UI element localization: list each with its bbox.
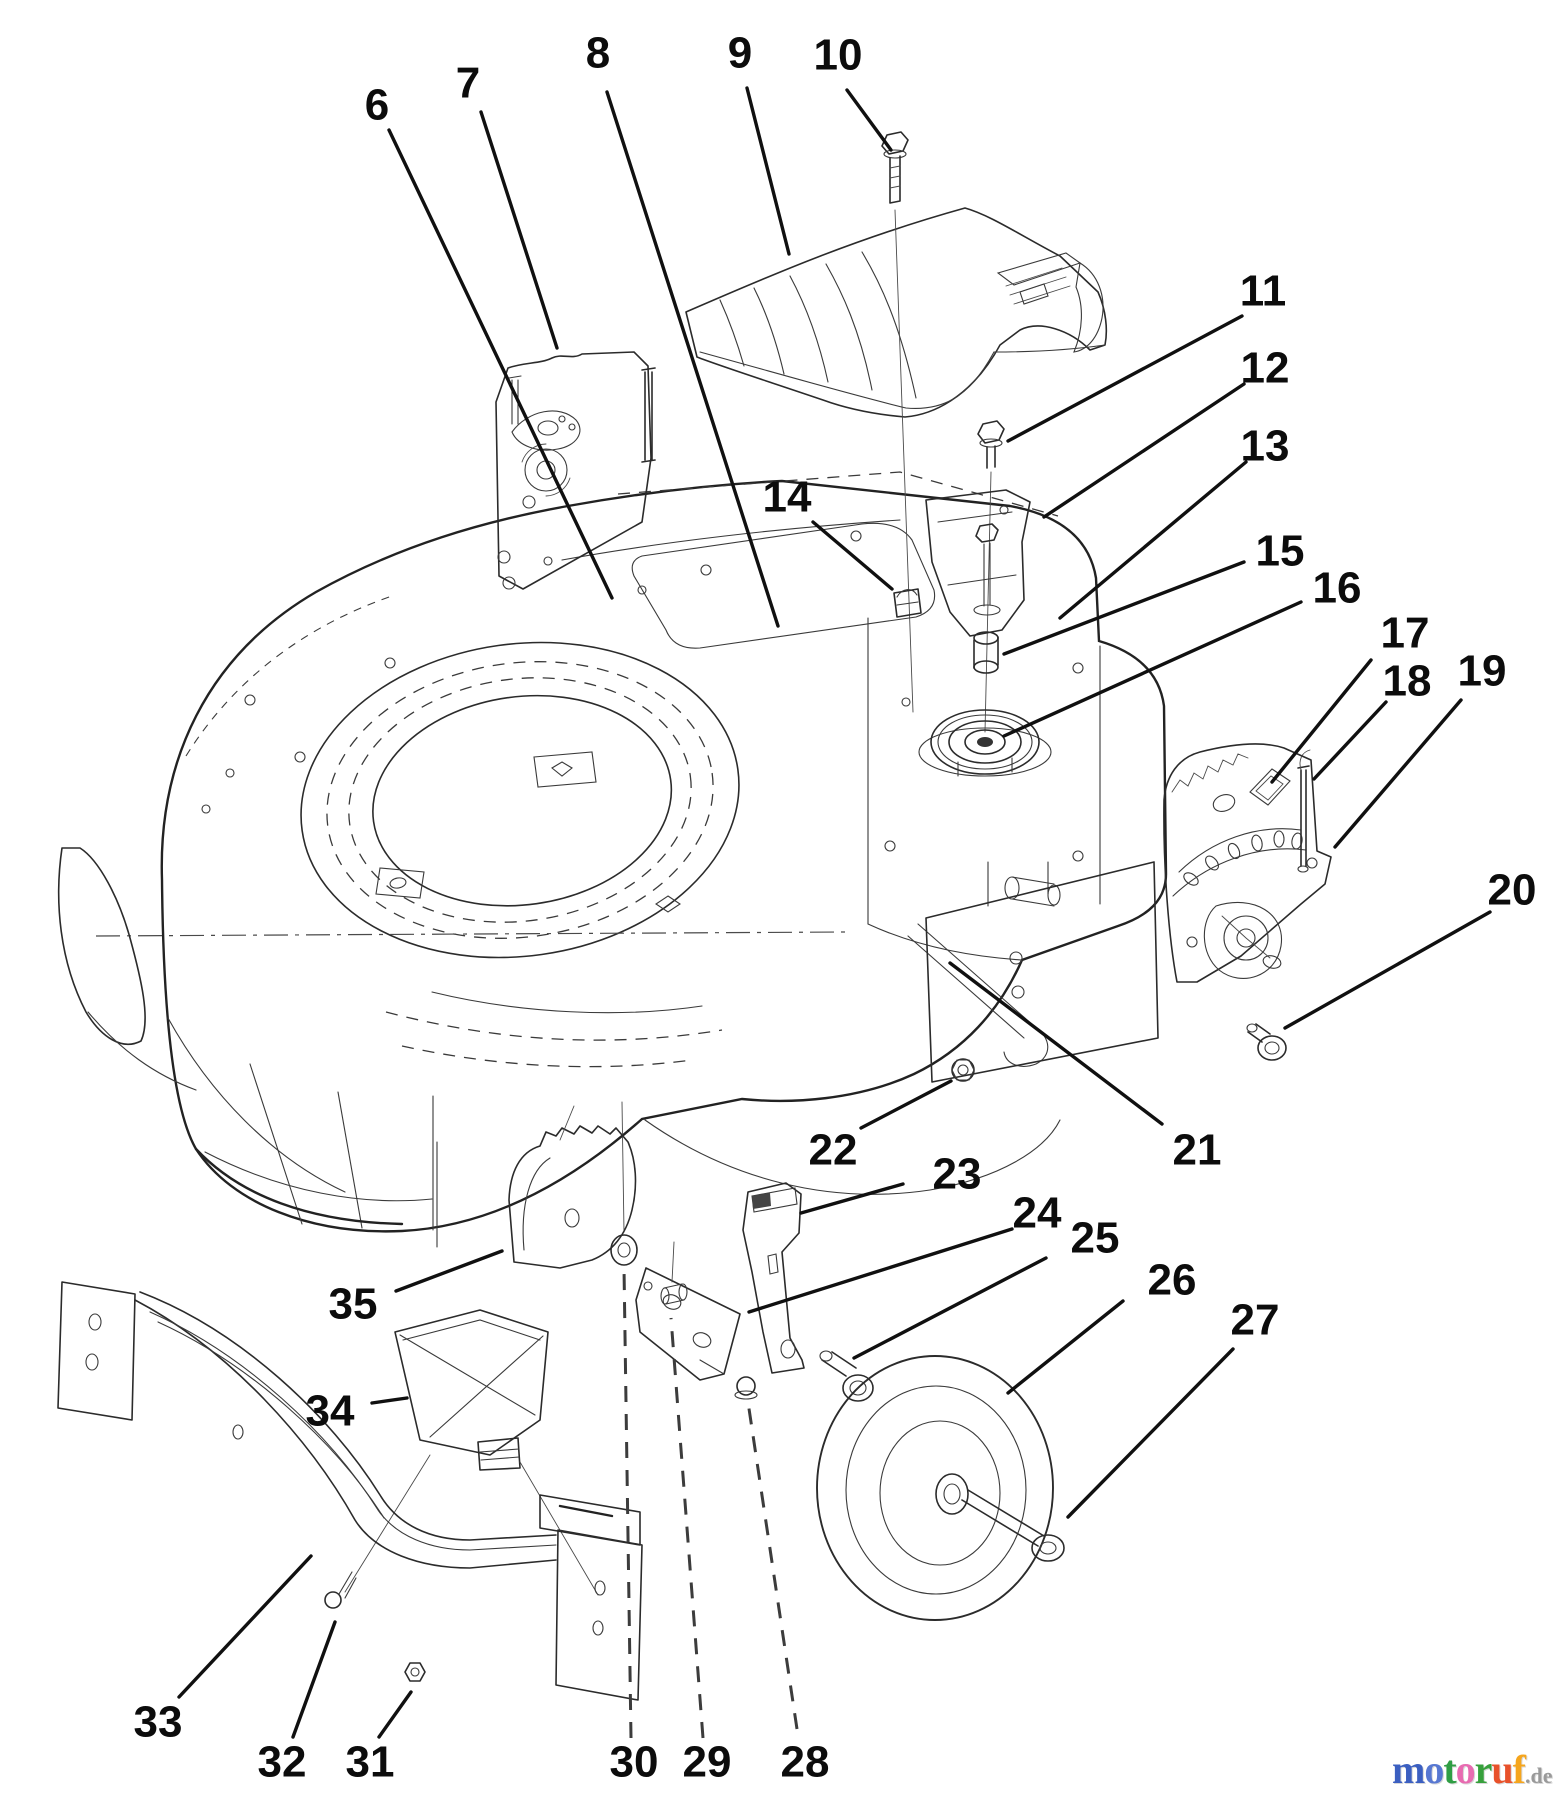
leader-line-30 xyxy=(622,1267,633,1739)
callout-24-label: 24 xyxy=(1013,1189,1062,1238)
callout-11-label: 11 xyxy=(1240,267,1287,316)
leader-line-9 xyxy=(745,86,791,256)
callout-21-label: 21 xyxy=(1173,1126,1222,1175)
wheel-26 xyxy=(816,1355,1054,1621)
callout-10-label: 10 xyxy=(814,31,863,80)
leader-line-22 xyxy=(859,1079,953,1130)
callout-12-label: 12 xyxy=(1241,344,1290,393)
leader-line-10 xyxy=(845,88,893,152)
shoulder-bolt-25 xyxy=(819,1350,874,1402)
callout-18-label: 18 xyxy=(1383,657,1432,706)
leader-line-23 xyxy=(799,1182,905,1215)
callout-31-label: 31 xyxy=(346,1738,395,1787)
logo-letter: m xyxy=(1392,1747,1425,1792)
blade-opening xyxy=(300,641,740,959)
washer-30 xyxy=(610,1101,638,1266)
callout-7-label: 7 xyxy=(456,59,480,108)
callout-13-label: 13 xyxy=(1241,422,1290,471)
leader-line-12 xyxy=(1042,382,1246,519)
callout-8-label: 8 xyxy=(586,29,610,78)
motoruf-logo: motoruf.de xyxy=(1392,1746,1553,1794)
leader-line-6 xyxy=(387,128,614,600)
toothed-sector-35 xyxy=(508,1105,637,1269)
logo-suffix: .de xyxy=(1525,1763,1553,1788)
callout-27-label: 27 xyxy=(1231,1296,1280,1345)
leader-line-7 xyxy=(479,110,559,350)
callout-20-label: 20 xyxy=(1488,866,1537,915)
logo-letter: u xyxy=(1491,1747,1513,1792)
wedge-baffle-34 xyxy=(344,1309,599,1596)
leader-line-11 xyxy=(1006,314,1244,443)
callout-15-label: 15 xyxy=(1256,527,1305,576)
spindle-assembly xyxy=(893,420,1040,777)
callout-14-label: 14 xyxy=(763,473,812,522)
leader-line-32 xyxy=(291,1620,337,1739)
nut-31 xyxy=(404,1662,426,1682)
callout-25-label: 25 xyxy=(1071,1214,1120,1263)
left-bracket xyxy=(495,351,656,590)
leader-line-13 xyxy=(1058,460,1248,620)
flange-nut-28 xyxy=(734,1376,758,1400)
leader-line-21 xyxy=(948,961,1164,1126)
callout-30-label: 30 xyxy=(610,1738,659,1787)
leader-line-24 xyxy=(747,1227,1014,1314)
callout-35-label: 35 xyxy=(329,1280,378,1329)
hanger-bracket-23 xyxy=(742,1182,805,1374)
leader-line-19 xyxy=(1333,698,1463,849)
leader-line-33 xyxy=(177,1554,313,1699)
leader-lines xyxy=(177,86,1492,1739)
leader-line-31 xyxy=(377,1690,413,1739)
support-panel xyxy=(925,861,1159,1083)
leader-line-17 xyxy=(1270,658,1373,784)
leader-line-34 xyxy=(370,1396,409,1405)
logo-letter: t xyxy=(1443,1747,1456,1792)
spacer-29 xyxy=(660,1241,688,1305)
logo-letter: f xyxy=(1512,1747,1526,1792)
callout-26-label: 26 xyxy=(1148,1256,1197,1305)
wheel-arm-24 xyxy=(635,1267,741,1381)
callout-32-label: 32 xyxy=(258,1738,307,1787)
leader-line-16 xyxy=(1002,600,1303,738)
callout-9-label: 9 xyxy=(728,29,752,78)
screw-32 xyxy=(324,1571,357,1609)
mower-deck-housing xyxy=(57,471,1168,1248)
logo-letter: o xyxy=(1455,1747,1476,1792)
callout-16-label: 16 xyxy=(1313,564,1362,613)
leader-line-35 xyxy=(394,1249,504,1293)
leader-line-29 xyxy=(669,1317,705,1739)
logo-letter: r xyxy=(1474,1747,1493,1792)
leader-line-14 xyxy=(811,520,894,591)
axle-bolt-27 xyxy=(961,1489,1065,1562)
callout-33-label: 33 xyxy=(134,1698,183,1747)
leader-line-15 xyxy=(1002,560,1246,656)
flange-nut-22 xyxy=(951,1058,975,1082)
leader-line-27 xyxy=(1066,1347,1235,1519)
callout-22-label: 22 xyxy=(809,1126,858,1175)
front-skirt-33 xyxy=(57,1281,643,1701)
leader-line-26 xyxy=(1006,1299,1125,1395)
logo-letter: o xyxy=(1424,1747,1444,1792)
callout-28-label: 28 xyxy=(781,1738,830,1787)
leader-line-28 xyxy=(746,1401,799,1730)
carriage-bolt-20 xyxy=(1246,1023,1287,1061)
callout-17-label: 17 xyxy=(1381,609,1430,658)
bolt-10 xyxy=(881,131,914,713)
top-cover xyxy=(685,207,1108,418)
leader-line-20 xyxy=(1283,910,1492,1030)
callout-6-label: 6 xyxy=(365,81,389,130)
callout-19-label: 19 xyxy=(1458,647,1507,696)
callout-23-label: 23 xyxy=(933,1150,982,1199)
leader-line-25 xyxy=(852,1256,1048,1360)
leader-line-8 xyxy=(605,90,780,628)
leader-line-18 xyxy=(1312,700,1388,781)
height-adjuster-plate xyxy=(1163,743,1332,983)
callout-34-label: 34 xyxy=(306,1387,355,1436)
callout-29-label: 29 xyxy=(683,1738,732,1787)
